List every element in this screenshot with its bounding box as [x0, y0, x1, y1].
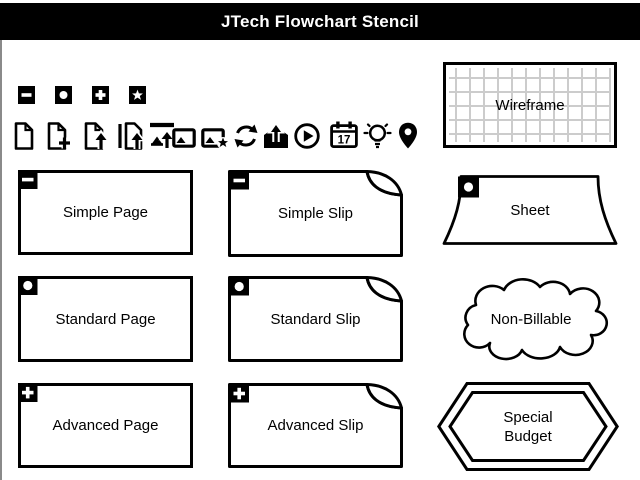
dot-badge-icon[interactable] — [55, 86, 72, 104]
wireframe-grid-pattern — [449, 68, 611, 142]
location-pin-icon[interactable] — [398, 122, 418, 149]
slide-upload-icon[interactable] — [149, 122, 175, 150]
calendar-icon[interactable]: 17 — [330, 121, 358, 149]
stencil-shape-standard-slip[interactable]: Standard Slip — [228, 276, 403, 362]
stencil-shape-non-billable[interactable]: Non-Billable — [448, 277, 614, 361]
panel-left-border — [0, 40, 2, 480]
stencil-shape-special-budget[interactable]: Special Budget — [437, 380, 619, 473]
minus-badge-icon[interactable] — [18, 86, 35, 104]
share-upload-icon[interactable] — [263, 122, 289, 149]
plus-badge-icon[interactable] — [92, 86, 109, 104]
stencil-shape-wireframe[interactable]: Wireframe — [443, 62, 617, 148]
document-add-icon[interactable] — [47, 122, 71, 150]
stencil-shape-standard-page[interactable]: Standard Page — [18, 276, 193, 362]
window-title: JTech Flowchart Stencil — [221, 11, 419, 31]
idea-bulb-icon[interactable] — [363, 121, 392, 149]
stencil-shape-advanced-page[interactable]: Advanced Page — [18, 383, 193, 468]
calendar-day-number: 17 — [338, 135, 351, 147]
stencil-shape-sheet[interactable]: Sheet — [442, 175, 618, 245]
stencil-shape-simple-slip[interactable]: Simple Slip — [228, 170, 403, 257]
stencil-shape-simple-page[interactable]: Simple Page — [18, 170, 193, 255]
document-export-icon[interactable] — [118, 122, 145, 150]
star-badge-icon[interactable] — [129, 86, 146, 104]
slide-icon[interactable] — [172, 128, 196, 148]
stencil-shape-advanced-slip[interactable]: Advanced Slip — [228, 383, 403, 468]
refresh-icon[interactable] — [233, 123, 259, 149]
slide-star-icon[interactable] — [201, 128, 229, 148]
window-titlebar[interactable]: JTech Flowchart Stencil — [0, 3, 640, 40]
play-icon[interactable] — [294, 123, 320, 149]
document-icon[interactable] — [14, 122, 34, 150]
document-upload-icon[interactable] — [84, 122, 108, 150]
